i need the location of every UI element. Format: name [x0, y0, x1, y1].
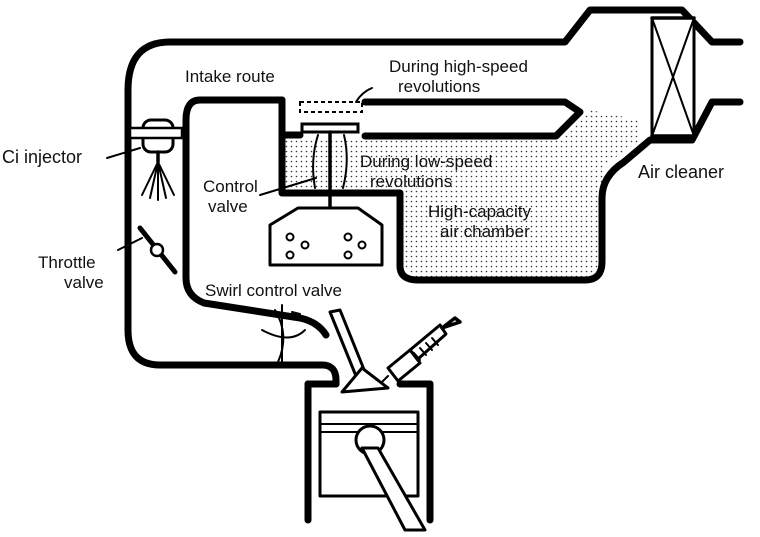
cylinder-icon [304, 380, 434, 532]
label-high-speed-1: During high-speed [389, 57, 528, 76]
label-throttle-1: Throttle [38, 253, 96, 272]
control-valve-icon [268, 87, 384, 267]
duct-lip [278, 96, 304, 139]
intake-duct-outer-wall [124, 6, 744, 388]
label-high-capacity-1: High-capacity [428, 202, 531, 221]
swirl-valve-icon [261, 304, 306, 366]
intake-valve-icon [328, 308, 390, 394]
leader-lines [106, 147, 637, 251]
label-air-cleaner: Air cleaner [638, 162, 724, 182]
label-low-speed-2: revolutions [370, 172, 452, 191]
label-intake-route: Intake route [185, 67, 275, 86]
label-high-speed-2: revolutions [398, 77, 480, 96]
throttle-valve-icon [137, 225, 178, 275]
label-ci-injector: Ci injector [2, 147, 82, 167]
label-high-capacity-2: air chamber [440, 222, 530, 241]
intake-duct-inner-wall [182, 96, 330, 339]
spark-plug-icon [381, 316, 462, 383]
label-throttle-2: valve [64, 273, 104, 292]
plenum-inner-box [196, 96, 744, 284]
label-control-1: Control [203, 177, 258, 196]
injector-icon [128, 118, 184, 201]
label-control-2: valve [208, 197, 248, 216]
air-chamber-fill [285, 110, 640, 278]
upper-runner [361, 98, 584, 140]
label-swirl-control-valve: Swirl control valve [205, 281, 342, 300]
air-cleaner-icon [650, 16, 696, 138]
label-low-speed-1: During low-speed [360, 152, 492, 171]
